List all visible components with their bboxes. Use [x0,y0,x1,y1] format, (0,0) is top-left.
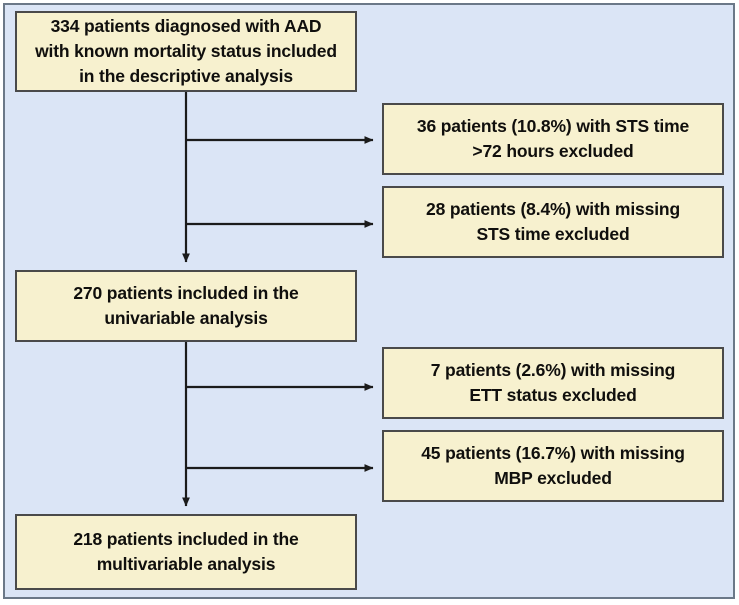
node-exclusion-mbp-label: 45 patients (16.7%) with missing MBP exc… [421,443,685,488]
node-exclusion-sts-time: 36 patients (10.8%) with STS time >72 ho… [382,103,724,175]
node-exclusion-sts-time-label: 36 patients (10.8%) with STS time >72 ho… [416,116,690,161]
node-exclusion-ett-status-label: 7 patients (2.6%) with missing ETT statu… [430,360,676,405]
node-multivariable-analysis-label: 218 patients included in the multivariab… [73,529,299,574]
node-exclusion-mbp: 45 patients (16.7%) with missing MBP exc… [382,430,724,502]
node-univariable-analysis: 270 patients included in the univariable… [15,270,357,342]
node-descriptive-analysis-label: 334 patients diagnosed with AAD with kno… [35,16,337,86]
node-descriptive-analysis: 334 patients diagnosed with AAD with kno… [15,11,357,92]
node-univariable-analysis-label: 270 patients included in the univariable… [73,283,299,328]
node-exclusion-sts-missing-label: 28 patients (8.4%) with missing STS time… [425,199,681,244]
node-multivariable-analysis: 218 patients included in the multivariab… [15,514,357,590]
node-exclusion-sts-missing: 28 patients (8.4%) with missing STS time… [382,186,724,258]
node-exclusion-ett-status: 7 patients (2.6%) with missing ETT statu… [382,347,724,419]
